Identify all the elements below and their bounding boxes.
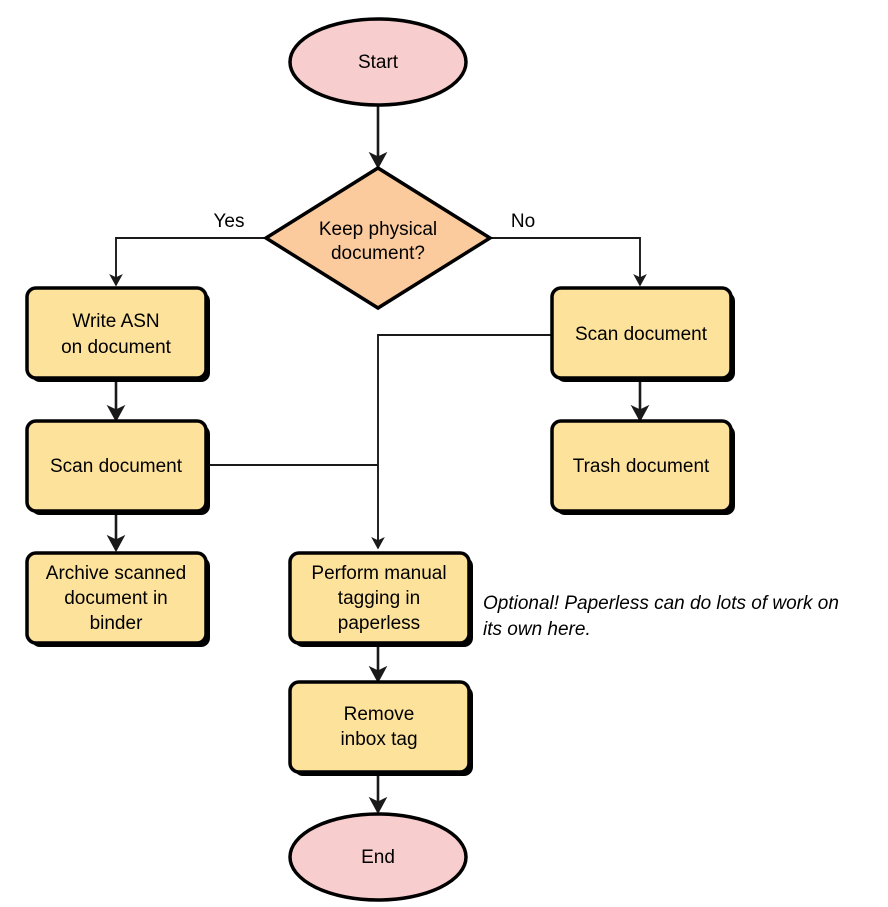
- edge-decision-no: [490, 237, 647, 287]
- edge-label-yes: Yes: [214, 211, 245, 232]
- start-ellipse: [288, 17, 468, 107]
- trash-box: [550, 419, 733, 513]
- scan-right-box: [550, 286, 733, 380]
- scan-right-label: Scan document: [575, 324, 708, 345]
- write-asn-label-line1: Write ASN: [72, 311, 159, 332]
- archive-box: [25, 551, 208, 645]
- scan-left-label: Scan document: [50, 456, 183, 477]
- decision-diamond: [262, 165, 494, 311]
- start-label: Start: [358, 52, 399, 73]
- annotation-optional-paperless: Optional! Paperless can do lots of work …: [483, 593, 839, 640]
- edge-label-no: No: [511, 211, 535, 232]
- decision-label-line1: Keep physical: [319, 219, 437, 240]
- annotation-line1: Optional! Paperless can do lots of work …: [483, 593, 839, 614]
- archive-label-line2: document in: [64, 588, 168, 609]
- tagging-label-line1: Perform manual: [311, 563, 446, 584]
- write-asn-box: [25, 286, 208, 380]
- decision-label-line2: document?: [331, 243, 425, 264]
- end-label: End: [361, 847, 395, 868]
- node-start[interactable]: Start: [288, 17, 468, 107]
- archive-label-line1: Archive scanned: [46, 563, 186, 584]
- remove-inbox-label-line2: inbox tag: [340, 729, 417, 750]
- node-end[interactable]: End: [288, 812, 468, 902]
- node-scan-document-left[interactable]: Scan document: [25, 419, 210, 515]
- edge-scanright-to-tagging: [371, 334, 552, 550]
- write-asn-label-line2: on document: [61, 337, 172, 358]
- node-write-asn-on-document[interactable]: Write ASN on document: [25, 286, 210, 382]
- tagging-label-line3: paperless: [338, 613, 420, 634]
- node-trash-document[interactable]: Trash document: [550, 419, 735, 515]
- edge-labels-layer: Yes No: [214, 211, 536, 232]
- scan-left-box: [25, 419, 208, 513]
- node-archive-scanned-document[interactable]: Archive scanned document in binder: [25, 551, 210, 647]
- tagging-box: [288, 551, 471, 645]
- node-perform-manual-tagging[interactable]: Perform manual tagging in paperless: [288, 551, 473, 647]
- archive-label-line3: binder: [90, 613, 143, 634]
- node-remove-inbox-tag[interactable]: Remove inbox tag: [288, 680, 473, 776]
- node-scan-document-right[interactable]: Scan document: [550, 286, 735, 382]
- remove-inbox-label-line1: Remove: [344, 704, 415, 725]
- trash-label: Trash document: [573, 456, 710, 477]
- node-decision-keep-physical-document[interactable]: Keep physical document?: [262, 165, 494, 311]
- annotation-line2: its own here.: [483, 619, 591, 640]
- edges-layer: [106, 104, 650, 815]
- edge-decision-yes: [109, 237, 266, 287]
- end-ellipse: [288, 812, 468, 902]
- remove-inbox-box: [288, 680, 471, 774]
- tagging-label-line2: tagging in: [338, 588, 420, 609]
